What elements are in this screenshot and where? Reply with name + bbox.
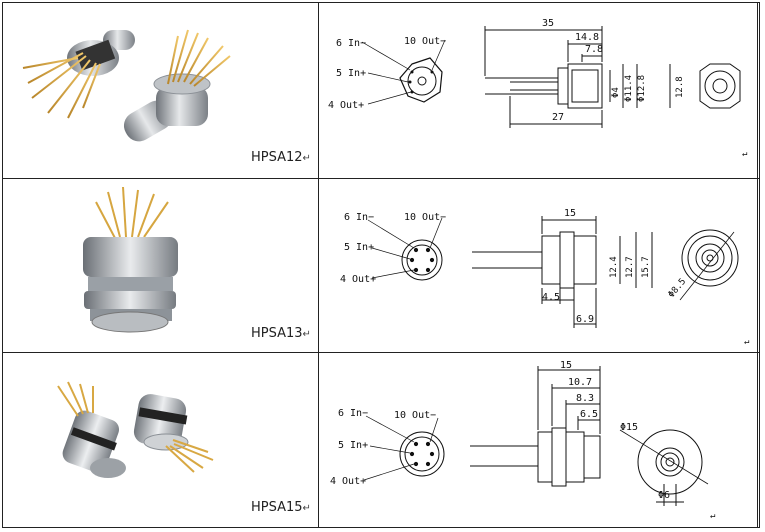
row-divider (3, 352, 759, 353)
hpsa12-side-view (484, 26, 671, 128)
pin-label-4: 4 Out+ (340, 274, 376, 285)
hpsa13-photo (83, 186, 178, 333)
pin-label-4: 4 Out+ (330, 476, 366, 487)
svg-text:↵: ↵ (744, 337, 749, 347)
hpsa12-pin-diagram: 6 In− 10 Out− 5 In+ 4 Out+ (328, 36, 446, 111)
pin-label-6: 6 In− (338, 408, 368, 419)
pin-label-10: 10 Out− (404, 212, 446, 223)
product-label-hpsa13: HPSA13↵ (251, 326, 311, 341)
dim-15: 15 (564, 208, 576, 219)
pin-label-10: 10 Out− (404, 36, 446, 47)
dim-27: 27 (552, 112, 564, 123)
svg-text:↵: ↵ (710, 511, 715, 521)
dim-phi4: Φ4 (611, 87, 621, 98)
column-divider (318, 3, 319, 527)
dim-8-3: 8.3 (576, 393, 594, 404)
pin-label-5: 5 In+ (336, 68, 366, 79)
product-label-hpsa15: HPSA15↵ (251, 500, 311, 515)
dim-overall: 35 (542, 18, 554, 29)
pin-label-10: 10 Out− (394, 410, 436, 421)
hpsa12-end-view (699, 63, 741, 109)
pin-label-5: 5 In+ (344, 242, 374, 253)
svg-text:↵: ↵ (742, 149, 747, 159)
hpsa15-end-view (619, 429, 709, 506)
hpsa12-photo (22, 29, 231, 142)
dim-6-5: 6.5 (580, 409, 598, 420)
hpsa13-drawing: 6 In− 10 Out− 5 In+ 4 Out+ 15 12.4 12.7 … (340, 208, 749, 347)
product-label-hpsa12: HPSA12↵ (251, 150, 311, 165)
hpsa13-side-view (472, 216, 653, 328)
product-table (2, 2, 760, 528)
dim-phi12-8: Φ12.8 (637, 75, 647, 102)
dim-10-7: 10.7 (568, 377, 592, 388)
hpsa15-drawing: 6 In− 10 Out− 5 In+ 4 Out+ 15 10.7 8.3 6… (330, 360, 715, 521)
dim-12-4: 12.4 (609, 256, 619, 278)
dim-phi6: Φ6 (658, 490, 670, 501)
dim-15-7: 15.7 (641, 256, 651, 278)
pin-label-4: 4 Out+ (328, 100, 364, 111)
dim-15: 15 (560, 360, 572, 371)
hpsa12-drawing: 6 In− 10 Out− 5 In+ 4 Out+ 35 14.8 7.8 2… (328, 18, 747, 159)
hpsa15-pin-diagram (363, 415, 445, 481)
pin-label-6: 6 In− (344, 212, 374, 223)
dim-7-8: 7.8 (585, 44, 603, 55)
hpsa13-end-view (679, 229, 739, 301)
dim-end-12-8: 12.8 (675, 76, 685, 98)
dim-phi8-5: Φ8.5 (667, 277, 689, 300)
column-divider (757, 3, 758, 527)
pin-label-6: 6 In− (336, 38, 366, 49)
dim-phi11-4: Φ11.4 (624, 75, 634, 102)
hpsa15-photo (57, 381, 214, 478)
hpsa15-side-view (470, 366, 601, 487)
hpsa13-pin-diagram (367, 217, 443, 281)
row-divider (3, 178, 759, 179)
pin-label-5: 5 In+ (338, 440, 368, 451)
dim-phi15: Φ15 (620, 422, 638, 433)
dim-4-5: 4.5 (542, 292, 560, 303)
dim-6-9: 6.9 (576, 314, 594, 325)
dim-12-7: 12.7 (625, 256, 635, 278)
dim-14-8: 14.8 (575, 32, 599, 43)
